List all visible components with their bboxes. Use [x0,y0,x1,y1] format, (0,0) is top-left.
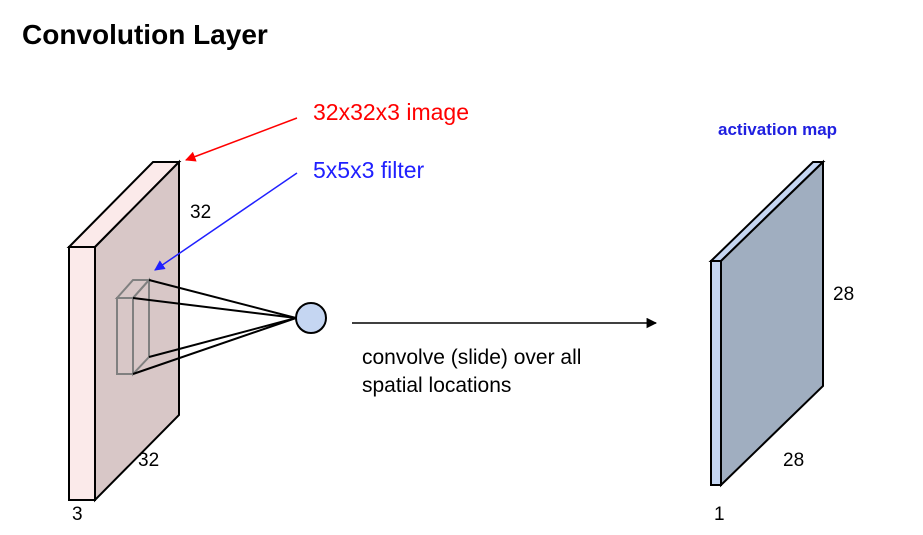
activation-map-label: activation map [718,120,837,139]
activation-map-side-face [720,159,824,488]
convolve-text-line1: convolve (slide) over all [362,346,581,369]
input-volume-front-face [68,246,96,501]
input-volume-side-face [94,159,180,503]
filter-arrow [154,172,298,271]
activation-map-height-label: 28 [833,284,854,305]
input-width-label: 32 [190,202,211,223]
input-height-label: 32 [138,450,159,471]
receptive-field-lines [132,279,297,375]
output-neuron [295,302,327,334]
activation-map-front-face [710,260,722,486]
input-depth-label: 3 [72,504,83,525]
filter-label: 5x5x3 filter [313,157,425,183]
activation-map-volume [708,159,826,488]
input-image-label: 32x32x3 image [313,99,469,125]
input-volume [66,159,182,503]
activation-map-width-label: 28 [783,450,804,471]
convolve-text-line2: spatial locations [362,374,511,397]
input-image-arrow [185,117,298,162]
activation-map-depth-label: 1 [714,504,725,525]
page-title: Convolution Layer [22,19,268,50]
